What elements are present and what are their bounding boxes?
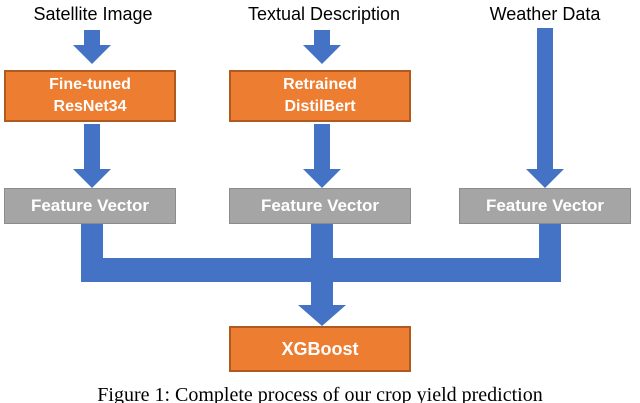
feature-vector-box-2: Feature Vector [229,188,411,224]
connector-horizontal-bar [81,258,561,282]
model-box-resnet34: Fine-tuned ResNet34 [4,70,176,122]
feature-vector-label: Feature Vector [30,195,150,215]
arrow-head [303,169,341,188]
arrow-shaft [311,282,333,305]
arrow-shaft [537,28,553,169]
arrow-down-merge-to-xgboost-icon [298,282,346,326]
arrow-shaft [84,30,100,45]
model-label-line2: DistilBert [284,98,356,115]
model-label-line1: Retrained [283,76,357,94]
feature-vector-label: Feature Vector [260,195,380,215]
arrow-down-resnet-to-feature-icon [73,124,111,188]
model-label-line2: ResNet34 [53,98,127,115]
arrow-down-distilbert-to-feature-icon [303,124,341,188]
arrow-head [298,305,346,326]
arrow-down-weather-to-feature-icon [526,28,564,188]
arrow-shaft [314,30,330,45]
connector-stub-right [539,224,561,260]
input-label-textual-description: Textual Description [247,3,401,24]
model-box-distilbert: Retrained DistilBert [229,70,411,122]
connector-stub-left [81,224,103,260]
arrow-head [303,45,341,64]
arrow-down-text-to-distilbert-icon [303,30,341,64]
figure-caption: Figure 1: Complete process of our crop y… [97,384,543,403]
connector-stub-middle [311,224,333,260]
arrow-down-satellite-to-resnet-icon [73,30,111,64]
xgboost-label: XGBoost [281,338,359,359]
output-box-xgboost: XGBoost [229,326,411,372]
arrow-shaft [84,124,100,169]
arrow-head [73,169,111,188]
arrow-shaft [314,124,330,169]
input-label-weather-data: Weather Data [489,3,601,24]
feature-vector-box-3: Feature Vector [459,188,631,224]
feature-vector-box-1: Feature Vector [4,188,176,224]
arrow-head [526,169,564,188]
feature-vector-label: Feature Vector [485,195,605,215]
input-label-satellite-image: Satellite Image [33,3,153,24]
model-label-line1: Fine-tuned [49,76,131,94]
arrow-head [73,45,111,64]
